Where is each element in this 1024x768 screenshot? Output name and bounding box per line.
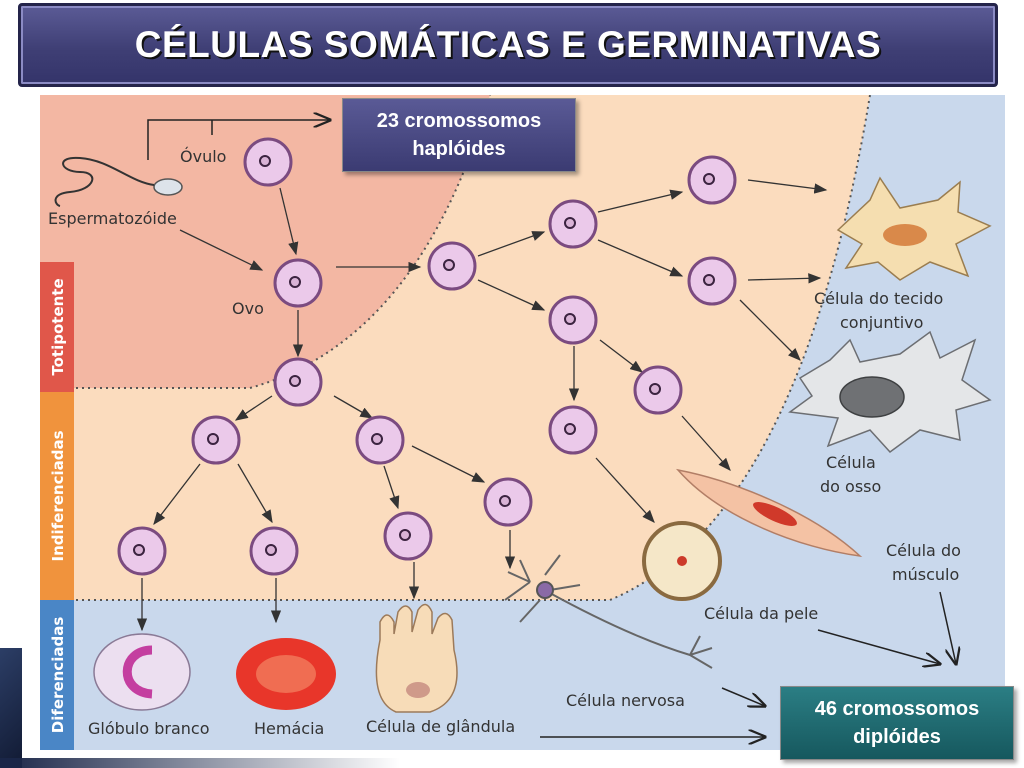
red-blood-cell-icon xyxy=(236,638,336,710)
stem-cell xyxy=(273,258,323,308)
stem-cell xyxy=(273,357,323,407)
stage-label-differentiated: Diferenciadas xyxy=(49,617,67,734)
bottom-decoration xyxy=(0,758,400,768)
stem-cell xyxy=(633,365,683,415)
stem-cell xyxy=(355,415,405,465)
stem-cell xyxy=(243,137,293,187)
stem-cell xyxy=(548,295,598,345)
label-spermatozoid: Espermatozóide xyxy=(48,209,177,228)
stem-cell xyxy=(427,241,477,291)
diploid-callout-line1: 46 cromossomos xyxy=(814,698,980,720)
label-ovo: Ovo xyxy=(232,299,264,318)
gland-cell-icon xyxy=(375,603,458,713)
title-banner: CÉLULAS SOMÁTICAS E GERMINATIVAS xyxy=(18,3,998,87)
label-connective-line1: Célula do tecido xyxy=(814,289,943,308)
stem-cell xyxy=(383,511,433,561)
label-ovulo: Óvulo xyxy=(180,147,226,166)
stem-cell xyxy=(483,477,533,527)
lineage-arrows xyxy=(136,179,828,632)
diploid-callout-line2: diplóides xyxy=(853,726,941,748)
skin-cell-icon xyxy=(642,521,722,601)
muscle-cell-icon xyxy=(675,468,863,558)
diploid-connectors xyxy=(540,591,956,737)
label-muscle-line1: Célula do xyxy=(886,541,961,560)
bone-cell-icon xyxy=(788,330,992,454)
label-white-blood: Glóbulo branco xyxy=(88,719,210,738)
diagram-labels: Óvulo Espermatozóide Ovo Célula do tecid… xyxy=(48,147,961,738)
white-blood-cell-icon xyxy=(93,633,191,711)
stage-bar-differentiated: Diferenciadas xyxy=(40,600,74,750)
page-title: CÉLULAS SOMÁTICAS E GERMINATIVAS xyxy=(134,24,882,65)
stem-cell xyxy=(117,526,167,576)
haploid-callout: 23 cromossomos haplóides xyxy=(342,98,576,172)
spermatozoid-icon xyxy=(54,156,183,207)
haploid-callout-line1: 23 cromossomos xyxy=(376,110,542,132)
label-bone-line1: Célula xyxy=(826,453,876,472)
stem-cells xyxy=(117,137,737,576)
label-nerve: Célula nervosa xyxy=(566,691,685,710)
stem-cell xyxy=(191,415,241,465)
haploid-callout-line2: haplóides xyxy=(412,138,506,160)
zone-boundary-inner xyxy=(40,95,491,389)
stage-bar-undifferentiated: Indiferenciadas xyxy=(40,392,74,600)
nerve-cell-icon xyxy=(504,554,713,669)
gamete-callout-connector xyxy=(147,120,330,160)
connective-tissue-cell-icon xyxy=(836,176,992,281)
corner-decoration xyxy=(0,648,22,768)
label-red-blood: Hemácia xyxy=(254,719,324,738)
label-bone-line2: do osso xyxy=(820,477,881,496)
label-muscle-line2: músculo xyxy=(892,565,959,584)
stage-bar-totipotent: Totipotente xyxy=(40,262,74,392)
stage-label-totipotent: Totipotente xyxy=(49,278,67,375)
stem-cell xyxy=(687,256,737,306)
stem-cell xyxy=(687,155,737,205)
label-gland: Célula de glândula xyxy=(366,717,515,736)
stem-cell xyxy=(548,405,598,455)
label-connective-line2: conjuntivo xyxy=(840,313,923,332)
stem-cell xyxy=(249,526,299,576)
label-skin: Célula da pele xyxy=(704,604,818,623)
diploid-callout: 46 cromossomos diplóides xyxy=(780,686,1014,760)
stage-label-undifferentiated: Indiferenciadas xyxy=(49,430,67,561)
stem-cell xyxy=(548,199,598,249)
